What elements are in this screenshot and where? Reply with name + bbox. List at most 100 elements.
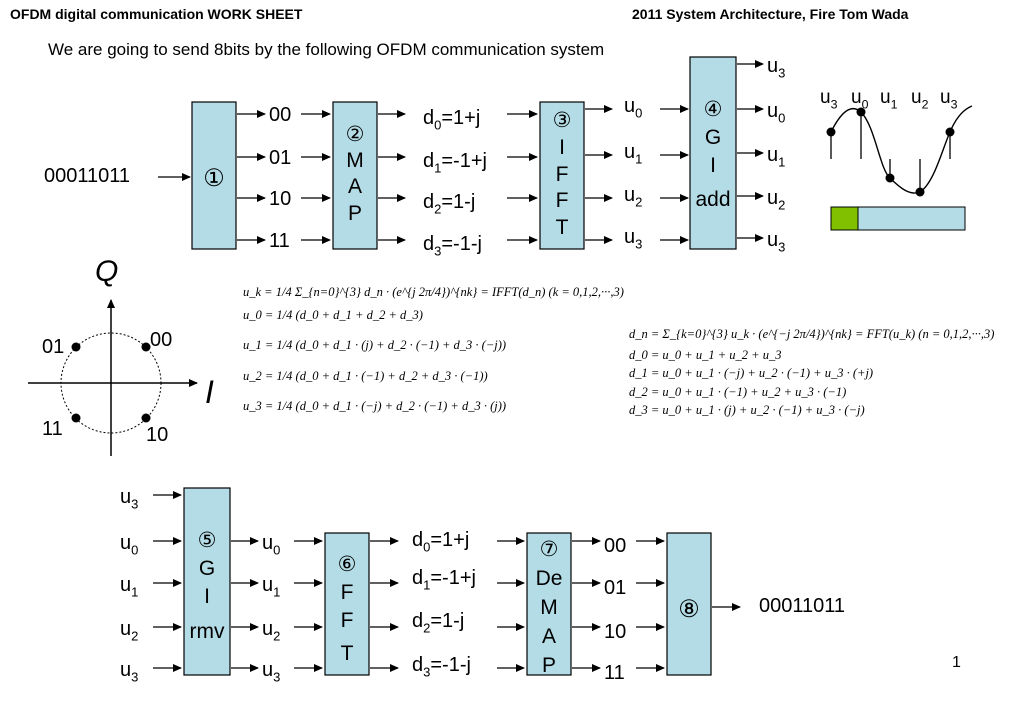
equation-fft-def: d_n = Σ_{k=0}^{3} u_k · (e^{−j 2π/4})^{n… <box>629 327 995 341</box>
equation-d3: d_3 = u_0 + u_1 · (j) + u_2 · (−1) + u_3… <box>629 403 865 417</box>
rx-input-3: u2 <box>120 618 138 644</box>
sample-point-4 <box>945 127 955 137</box>
block-3-text-line-4: T <box>556 216 569 239</box>
gi-segment <box>830 206 859 231</box>
block-5-gi-remove <box>183 487 231 676</box>
block-2-text-line-2: A <box>348 175 362 198</box>
tx-bit-pair-0: 00 <box>269 104 291 126</box>
header-left: OFDM digital communication WORK SHEET <box>10 6 303 22</box>
block-2-text-line-1: M <box>346 149 364 172</box>
wave-label-3: u2 <box>911 87 929 111</box>
wave-label-4: u3 <box>940 87 958 111</box>
page-number: 1 <box>952 654 961 671</box>
rx-input-1: u0 <box>120 532 138 558</box>
block-3-text-line-3: F <box>556 189 569 212</box>
rx-input-0: u3 <box>120 486 138 512</box>
tx-ifft-out-1: u1 <box>624 141 642 167</box>
sample-point-3 <box>915 187 925 197</box>
equation-u3: u_3 = 1/4 (d_0 + d_1 · (−j) + d_2 · (−1)… <box>243 399 507 413</box>
block-5-text-line-2: I <box>204 585 210 608</box>
rx-symbol-2: d2=1-j <box>412 610 464 636</box>
tx-gi-out-3: u2 <box>767 187 785 213</box>
ofdm-waveform <box>830 105 973 194</box>
equation-u1: u_1 = 1/4 (d_0 + d_1 · (j) + d_2 · (−1) … <box>243 338 507 352</box>
block-7-demap <box>526 532 572 676</box>
rx-symbol-1: d1=-1+j <box>412 567 476 593</box>
rx-bit-pair-1: 01 <box>604 577 626 599</box>
equation-d0: d_0 = u_0 + u_1 + u_2 + u_3 <box>629 347 782 362</box>
rx-bit-pair-2: 10 <box>604 621 626 643</box>
constellation-point-2 <box>71 413 81 423</box>
rx-input-2: u1 <box>120 574 138 600</box>
block-1-serial-parallel <box>191 101 237 250</box>
tx-gi-out-0: u3 <box>767 55 785 81</box>
block-6-text-line-0: ⑥ <box>338 553 357 576</box>
tx-bit-pair-2: 10 <box>269 188 291 210</box>
rx-girmv-out-2: u2 <box>262 618 280 644</box>
block-4-gi-add <box>689 56 737 250</box>
block-7-text-line-4: P <box>542 654 556 677</box>
rx-bit-pair-0: 00 <box>604 535 626 557</box>
equations-ifft: u_k = 1/4 Σ_{n=0}^{3} d_n · (e^{j 2π/4})… <box>243 286 624 413</box>
tx-symbol-3: d3=-1-j <box>423 233 482 259</box>
intro-text: We are going to send 8bits by the follow… <box>48 40 605 59</box>
block-7-text-line-1: De <box>536 567 563 590</box>
constellation-label-1: 00 <box>150 329 172 351</box>
rx-girmv-out-1: u1 <box>262 574 280 600</box>
block-2-text-line-0: ② <box>346 123 365 146</box>
block-6-text-line-2: F <box>341 609 354 632</box>
rx-bit-pair-3: 11 <box>604 662 625 684</box>
rx-output-bits: 00011011 <box>759 595 845 617</box>
block-5-text-line-3: rmv <box>190 620 225 643</box>
sample-point-0 <box>826 127 836 137</box>
sample-point-1 <box>856 107 866 117</box>
constellation-point-0 <box>71 342 81 352</box>
wave-label-2: u1 <box>880 87 898 111</box>
block-5-text-line-1: G <box>199 557 215 580</box>
ofdm-segment <box>857 206 966 231</box>
constellation-point-3 <box>141 413 151 423</box>
wave-label-1: u0 <box>851 87 869 111</box>
block-8-label: ⑧ <box>678 596 700 623</box>
constellation-label-3: 10 <box>146 424 168 446</box>
tx-ifft-out-0: u0 <box>624 95 642 121</box>
tx-gi-out-2: u1 <box>767 144 785 170</box>
block-6-text-line-1: F <box>341 581 354 604</box>
header-right: 2011 System Architecture, Fire Tom Wada <box>632 6 909 22</box>
rx-input-4: u3 <box>120 659 138 685</box>
tx-ifft-out-2: u2 <box>624 184 642 210</box>
tx-bit-pair-1: 01 <box>269 147 291 169</box>
block-3-text-line-1: I <box>559 136 565 159</box>
constellation-label-0: 01 <box>42 336 64 358</box>
block-2-map <box>332 101 378 250</box>
rx-girmv-out-0: u0 <box>262 532 280 558</box>
tx-symbol-0: d0=1+j <box>423 107 480 133</box>
equations-fft: d_n = Σ_{k=0}^{3} u_k · (e^{−j 2π/4})^{n… <box>629 328 994 417</box>
block-6-fft <box>324 532 370 676</box>
wave-label-0: u3 <box>820 87 838 111</box>
i-axis-label: I <box>205 374 214 410</box>
equation-d2: d_2 = u_0 + u_1 · (−1) + u_2 + u_3 · (−1… <box>629 384 847 399</box>
rx-symbol-0: d0=1+j <box>412 529 469 555</box>
equation-u2: u_2 = 1/4 (d_0 + d_1 · (−1) + d_2 + d_3 … <box>243 368 488 383</box>
tx-gi-out-1: u0 <box>767 100 785 126</box>
tx-input-bits: 00011011 <box>44 165 130 187</box>
block-8-parallel-serial <box>666 532 712 676</box>
constellation-label-2: 11 <box>42 418 63 440</box>
block-1-label: ① <box>203 165 225 192</box>
q-axis-label: Q <box>95 255 118 288</box>
tx-ifft-out-3: u3 <box>624 226 642 252</box>
block-7-text-line-0: ⑦ <box>540 538 559 561</box>
sample-point-2 <box>885 173 895 183</box>
block-7-text-line-3: A <box>542 625 556 648</box>
equation-d1: d_1 = u_0 + u_1 · (−j) + u_2 · (−1) + u_… <box>629 366 874 380</box>
block-3-text-line-2: F <box>556 163 569 186</box>
equation-u0: u_0 = 1/4 (d_0 + d_1 + d_2 + d_3) <box>243 307 423 322</box>
block-4-text-line-3: add <box>695 188 730 211</box>
block-6-text-line-3: T <box>341 642 354 665</box>
block-5-text-line-0: ⑤ <box>198 529 217 552</box>
block-4-text-line-0: ④ <box>704 98 723 121</box>
block-4-text-line-2: I <box>710 154 716 177</box>
block-3-text-line-0: ③ <box>553 109 572 132</box>
